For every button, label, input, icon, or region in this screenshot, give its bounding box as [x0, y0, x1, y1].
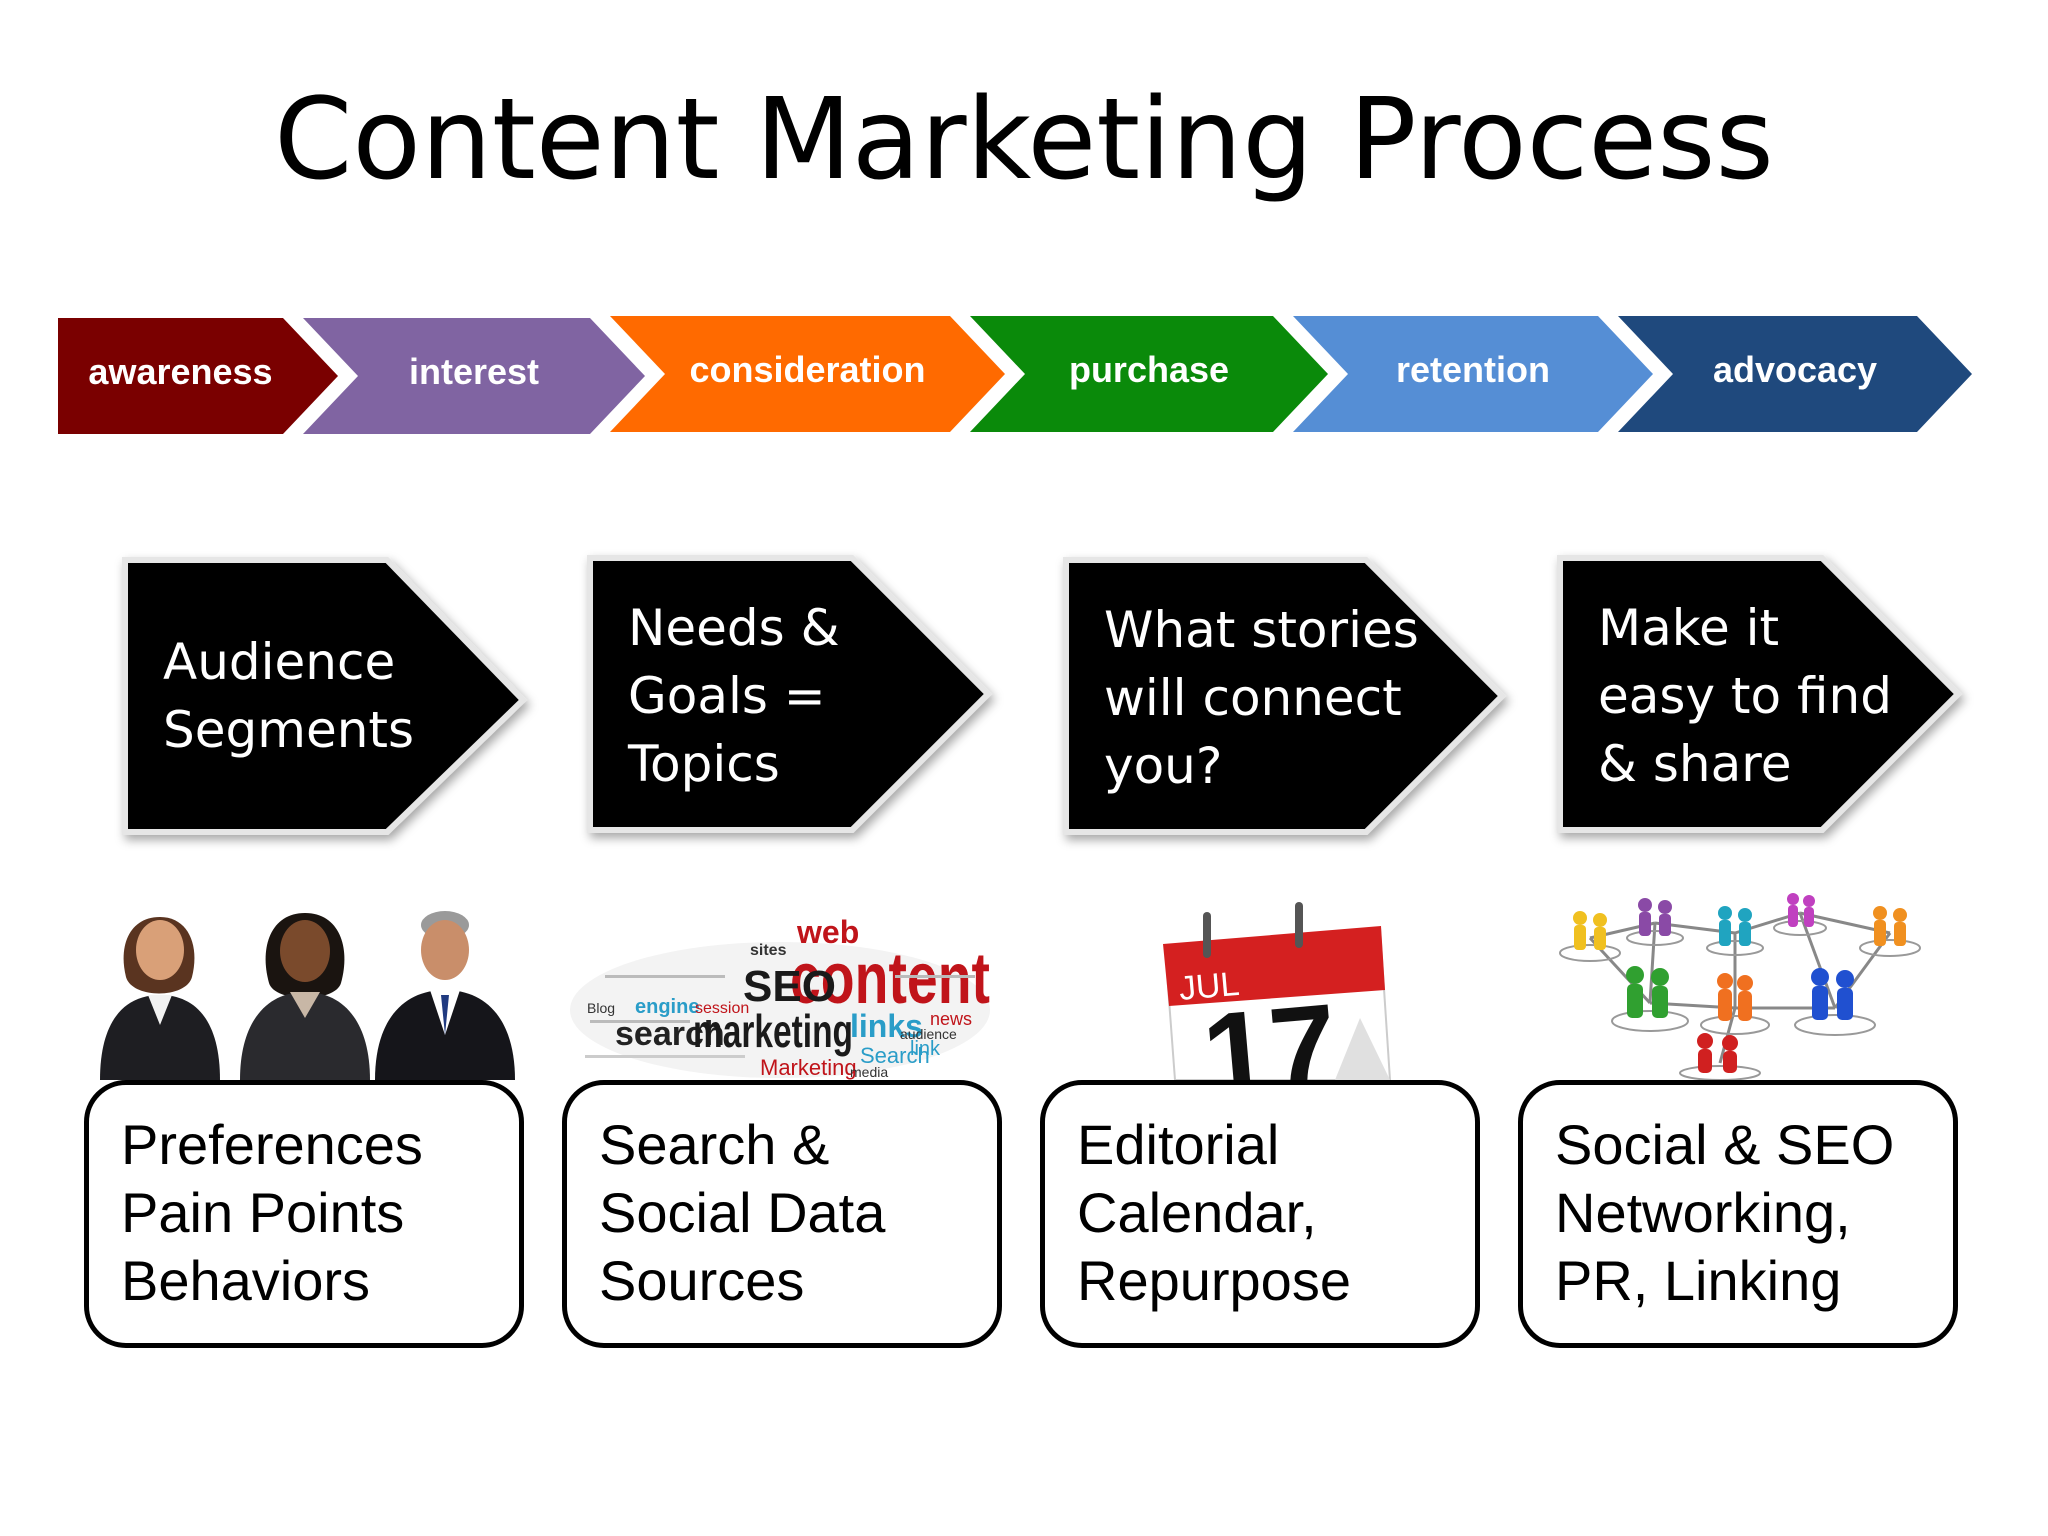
network-people-icon — [1559, 893, 1921, 1080]
people-photo-icon — [100, 911, 515, 1080]
detail-box-search: Search & Social Data Sources — [562, 1080, 1002, 1348]
word-cloud-icon: web content SEO search marketing links e… — [565, 914, 995, 1080]
people-cluster-blue — [1811, 968, 1854, 1020]
word-link: link — [910, 1038, 941, 1060]
word-seo: SEO — [743, 962, 836, 1011]
word-news: news — [930, 1009, 972, 1029]
detail-box-preferences: Preferences Pain Points Behaviors — [84, 1080, 524, 1348]
word-engine: engine — [635, 996, 699, 1018]
step-chevron-3 — [1063, 557, 1507, 835]
stage-label-interest: interest — [408, 351, 540, 392]
stage-label-awareness: awareness — [88, 351, 273, 392]
word-marketing-small: Marketing — [760, 1055, 857, 1080]
step-label-share: Make it easy to find & share — [1598, 599, 1892, 793]
people-cluster-yellow — [1573, 911, 1607, 950]
stage-chevron-consideration — [610, 316, 1005, 432]
word-media: media — [850, 1064, 888, 1080]
people-cluster-orange-2 — [1717, 973, 1753, 1021]
stage-chevron-awareness — [58, 318, 338, 434]
calendar-day: 17 — [1198, 979, 1343, 1080]
stage-chevron-interest — [303, 318, 645, 434]
stage-chevron-purchase — [970, 316, 1328, 432]
calendar-icon: JUL 17 — [1163, 902, 1392, 1080]
word-sites: sites — [750, 942, 787, 959]
word-cloud-graphic: web content SEO search marketing links e… — [570, 914, 990, 1080]
step-chevron-1 — [122, 557, 528, 835]
step-label-stories: What stories will connect you? — [1104, 601, 1419, 795]
stage-label-purchase: purchase — [1068, 349, 1230, 390]
step-chevron-4 — [1557, 555, 1963, 833]
stage-label-retention: retention — [1395, 349, 1550, 390]
step-label-needs: Needs & Goals = Topics — [628, 599, 840, 793]
people-cluster-green — [1626, 966, 1669, 1018]
people-cluster-red — [1697, 1033, 1738, 1073]
word-marketing: marketing — [693, 1005, 853, 1057]
step-chevron-shapes — [122, 555, 1963, 835]
step-label-audience: Audience Segments — [163, 633, 415, 759]
stage-label-advocacy: advocacy — [1712, 349, 1878, 390]
word-links: links — [850, 1008, 923, 1044]
word-audience: audience — [900, 1026, 957, 1042]
word-session: session — [695, 1000, 749, 1017]
word-content: content — [790, 939, 990, 1019]
word-web: web — [796, 915, 859, 950]
page-title: Content Marketing Process — [274, 75, 1774, 205]
stage-chevron-retention — [1293, 316, 1653, 432]
detail-box-editorial: Editorial Calendar, Repurpose — [1040, 1080, 1480, 1348]
step-chevron-2 — [587, 555, 993, 833]
people-cluster-orange — [1873, 906, 1907, 946]
calendar-month: JUL — [1177, 965, 1241, 1008]
people-cluster-purple — [1638, 898, 1672, 936]
stage-label-consideration: consideration — [689, 349, 926, 390]
word-blog: Blog — [587, 1000, 615, 1016]
people-cluster-magenta — [1787, 893, 1815, 927]
stage-chevron-shapes — [58, 316, 1972, 434]
detail-box-social: Social & SEO Networking, PR, Linking — [1518, 1080, 1958, 1348]
people-cluster-teal — [1718, 906, 1752, 946]
stage-chevron-advocacy — [1618, 316, 1972, 432]
word-search-small: Search — [860, 1043, 930, 1068]
